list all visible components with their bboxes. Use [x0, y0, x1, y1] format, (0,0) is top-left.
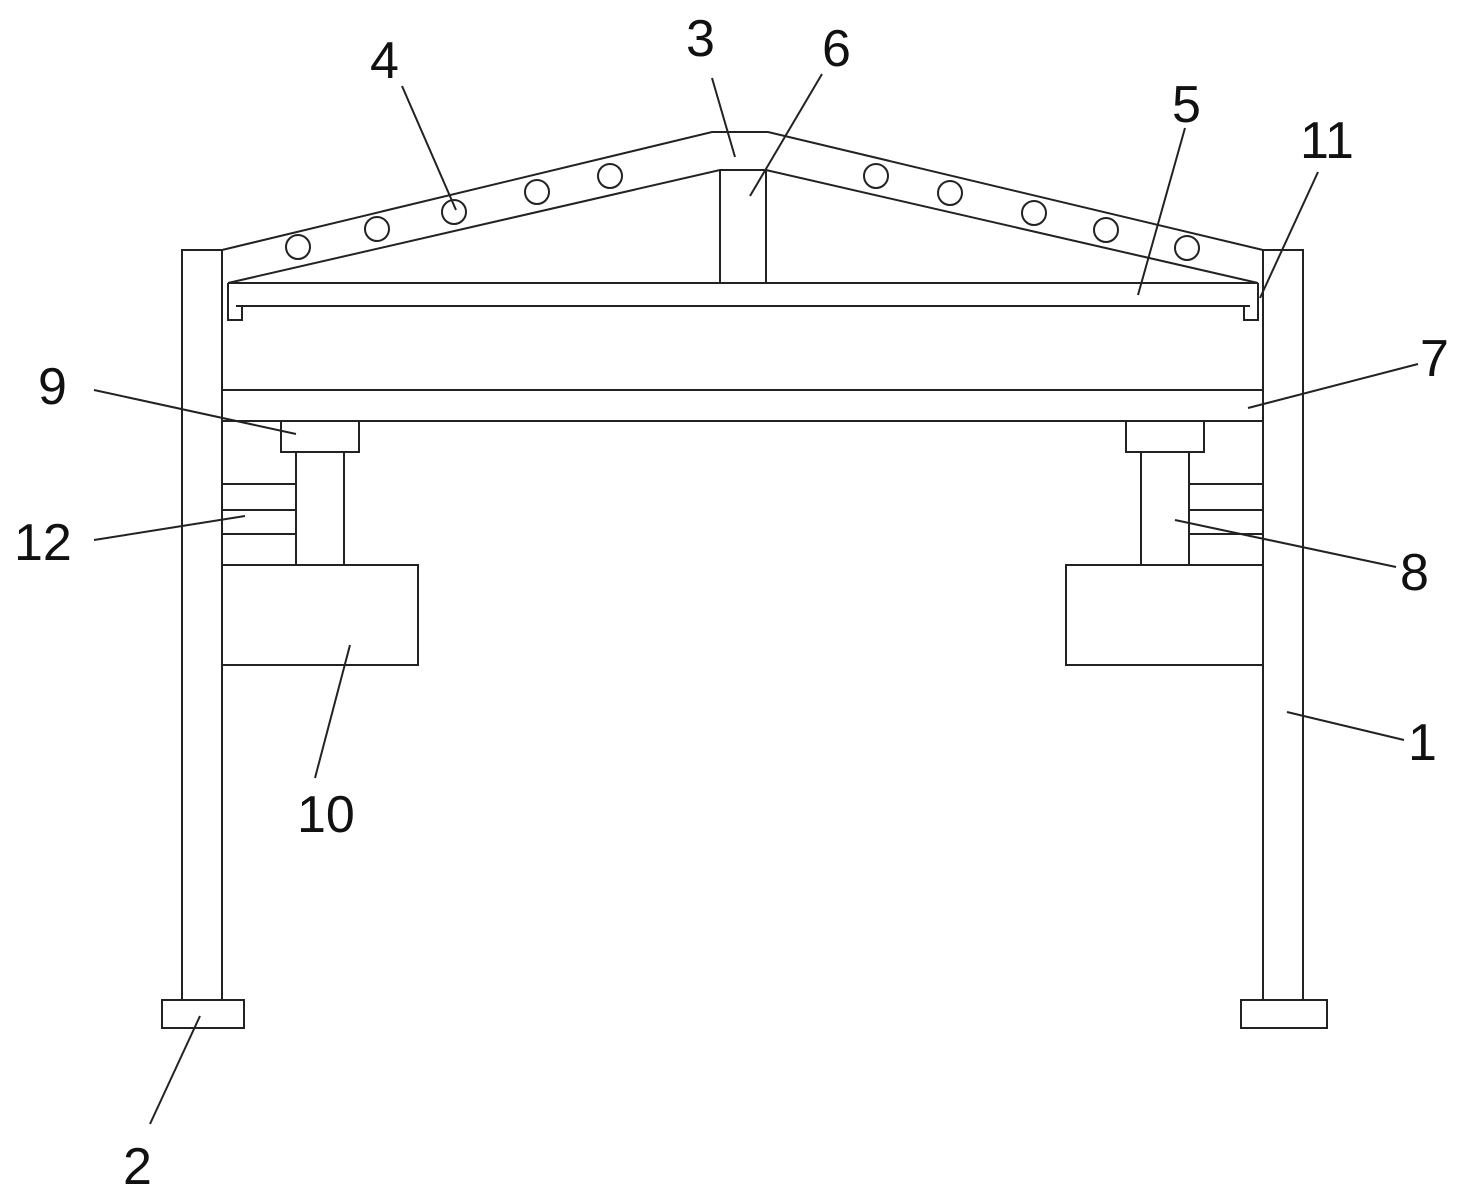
- roof-hole: [937, 180, 963, 206]
- leader-8: [1174, 519, 1397, 568]
- leader-9: [93, 389, 297, 435]
- left-mount-block: [280, 420, 360, 453]
- right-bracket: [1243, 283, 1259, 321]
- leader-7: [1247, 363, 1419, 409]
- label-8: 8: [1400, 544, 1429, 602]
- right-mount-block: [1125, 420, 1205, 453]
- label-5: 5: [1172, 76, 1201, 134]
- roof-hole: [285, 234, 311, 260]
- leader-4: [401, 85, 457, 211]
- roof-hole: [1093, 217, 1119, 243]
- label-1: 1: [1408, 714, 1437, 772]
- leader-5: [1137, 127, 1186, 296]
- label-2: 2: [123, 1138, 152, 1196]
- left-slats: [222, 483, 296, 535]
- leader-11: [1259, 171, 1319, 299]
- label-4: 4: [370, 32, 399, 90]
- roof-holes: [285, 163, 1200, 261]
- roof-inner-edge: [227, 169, 1259, 284]
- roof-hole: [863, 163, 889, 189]
- left-rod: [295, 451, 345, 566]
- right-column: [1262, 249, 1304, 1001]
- left-column: [181, 249, 223, 1001]
- leader-3: [711, 77, 736, 158]
- leader-6: [749, 73, 823, 197]
- leader-1: [1286, 711, 1405, 741]
- label-10: 10: [297, 786, 355, 844]
- right-box: [1065, 564, 1264, 666]
- roof-hole: [364, 216, 390, 242]
- left-foot: [161, 999, 245, 1029]
- label-6: 6: [822, 20, 851, 78]
- leader-10: [314, 644, 351, 779]
- label-9: 9: [38, 358, 67, 416]
- label-11: 11: [1300, 112, 1354, 170]
- roof-hole: [597, 163, 623, 189]
- reference-numerals: 1 2 3 4 5 6 7 8 9 10 11 12: [14, 10, 1449, 1196]
- right-slats: [1189, 483, 1263, 535]
- label-3: 3: [686, 10, 715, 68]
- right-rod: [1140, 451, 1190, 566]
- roof-hole: [441, 199, 467, 225]
- right-foot: [1240, 999, 1328, 1029]
- left-bracket: [227, 283, 243, 321]
- roof-hole: [524, 179, 550, 205]
- roof-hole: [1174, 235, 1200, 261]
- roof-outer-edge: [221, 131, 1264, 251]
- leader-2: [149, 1015, 201, 1125]
- left-box: [221, 564, 419, 666]
- leader-lines: [93, 73, 1419, 1125]
- label-7: 7: [1420, 330, 1449, 388]
- label-12: 12: [14, 514, 72, 572]
- roof-hole: [1021, 200, 1047, 226]
- leader-12: [93, 515, 246, 541]
